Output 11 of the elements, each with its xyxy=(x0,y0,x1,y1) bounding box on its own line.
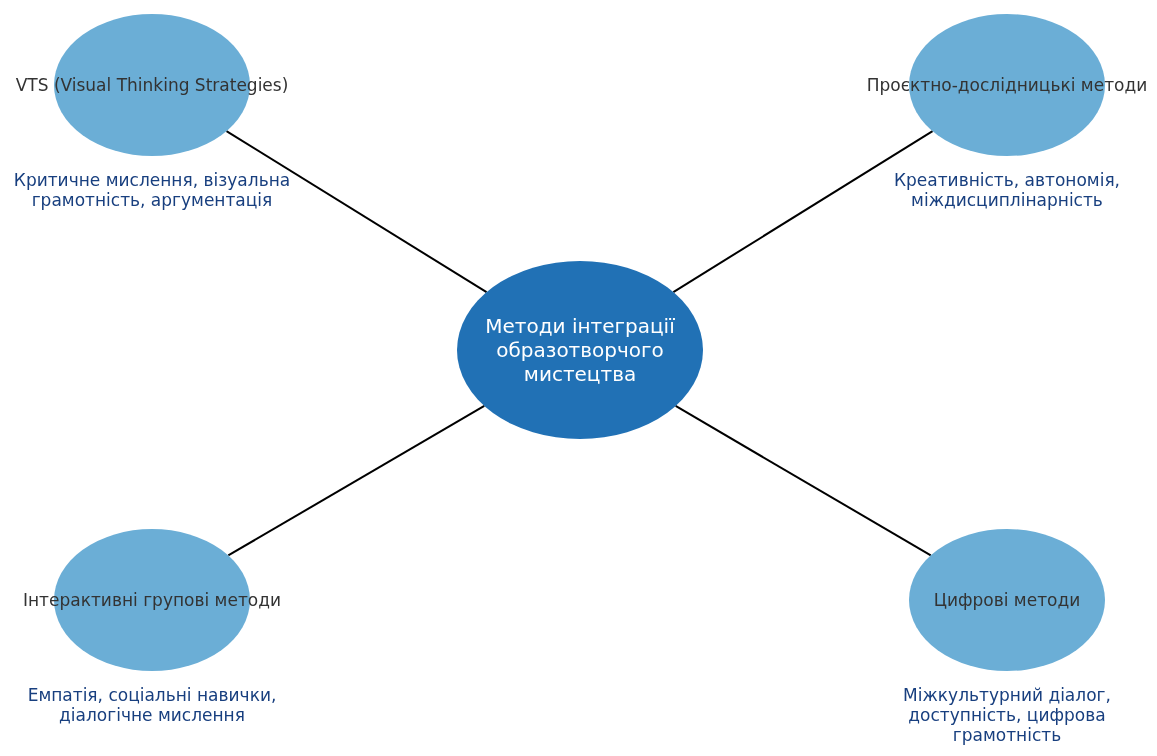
connector-line xyxy=(227,404,486,557)
connector-line xyxy=(225,130,488,294)
node-label: Методи інтеграції образотворчого мистецтва xyxy=(484,314,676,386)
caption-text: Креативність, автономія, міждисциплінарність xyxy=(892,170,1122,210)
caption-text: Критичне мислення, візуальна грамотність, аргументація xyxy=(12,170,292,210)
caption-text: Міжкультурний діалог, доступність, цифрова грамотність xyxy=(902,685,1112,745)
connector-line xyxy=(672,130,934,294)
caption-text: Емпатія, соціальні навички, діалогічне мислення xyxy=(26,685,278,725)
node-label: Цифрові методи xyxy=(933,590,1081,610)
connector-line xyxy=(674,405,932,557)
ellipse-node xyxy=(455,261,705,439)
